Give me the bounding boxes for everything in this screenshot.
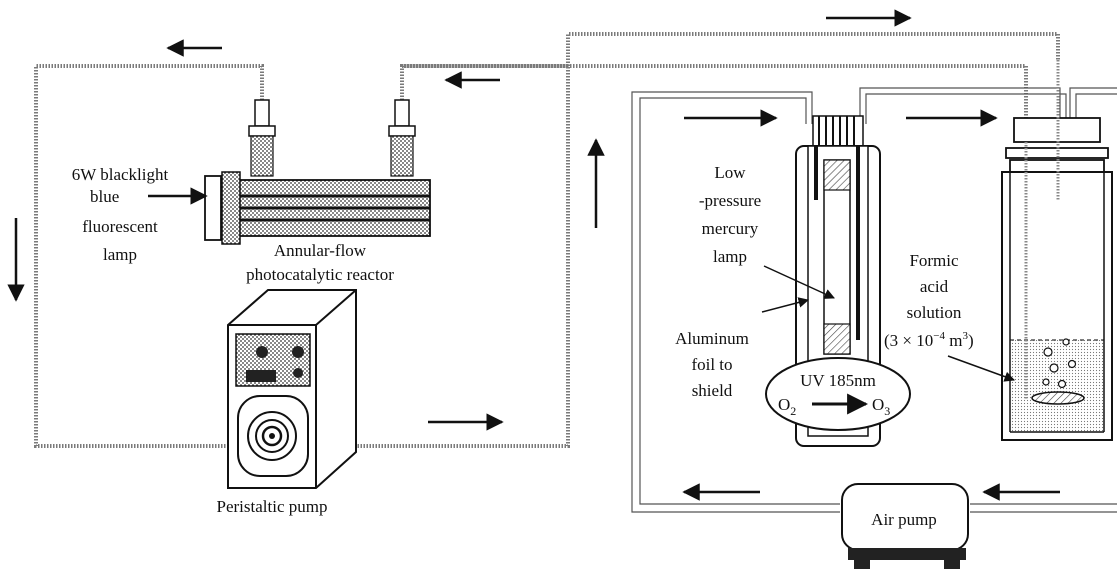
reactor-label-line-1: Annular-flow [274, 241, 367, 260]
reactor-label: Annular-flow photocatalytic reactor [246, 241, 394, 284]
blacklight-label-line-2: blue [90, 187, 119, 206]
mercury-lamp-label: Low -pressure mercury lamp [699, 163, 761, 266]
foil-label: Aluminum foil to shield [675, 329, 749, 400]
blacklight-label-line-3: fluorescent [82, 217, 158, 236]
formic-acid-label: Formic acid solution (3 × 10−4 m3) [884, 251, 974, 350]
foil-label-line-2: foil to [691, 355, 732, 374]
pointer-arrows [148, 187, 1015, 382]
blacklight-label-line-4: lamp [103, 245, 137, 264]
formic-acid-label-line-1: Formic [909, 251, 959, 270]
air-pump [841, 483, 969, 569]
foil-label-line-3: shield [692, 381, 733, 400]
formic-acid-vessel [1001, 60, 1113, 441]
ozone-label: O3 [872, 395, 890, 418]
pointer-arrow-icon [763, 265, 835, 299]
mercury-lamp-label-line-2: -pressure [699, 191, 761, 210]
tubing-loop-left [34, 32, 1060, 448]
peristaltic-pump [227, 289, 357, 489]
pointer-arrow-icon [761, 297, 810, 313]
blacklight-label-line-1: 6W blacklight [72, 165, 169, 184]
air-pump-label: Air pump [871, 510, 937, 529]
foil-label-line-1: Aluminum [675, 329, 749, 348]
mercury-lamp-label-line-4: lamp [713, 247, 747, 266]
peristaltic-pump-label: Peristaltic pump [217, 497, 328, 516]
formic-acid-volume-label: (3 × 10−4 m3) [884, 330, 974, 350]
formic-acid-label-line-2: acid [920, 277, 949, 296]
blacklight-label: 6W blacklight blue fluorescent lamp [72, 165, 169, 264]
annular-flow-reactor [204, 99, 431, 245]
uv-reaction-ellipse [765, 357, 911, 431]
mercury-lamp-label-line-3: mercury [702, 219, 759, 238]
mercury-lamp-label-line-1: Low [714, 163, 746, 182]
formic-acid-label-line-3: solution [907, 303, 962, 322]
uv-wavelength-label: UV 185nm [800, 371, 876, 390]
flow-arrows [7, 9, 1060, 501]
reactor-label-line-2: photocatalytic reactor [246, 265, 394, 284]
pointer-arrow-icon [947, 355, 1015, 382]
air-loop-tubing [631, 87, 1117, 513]
oxygen-label: O2 [778, 395, 796, 418]
